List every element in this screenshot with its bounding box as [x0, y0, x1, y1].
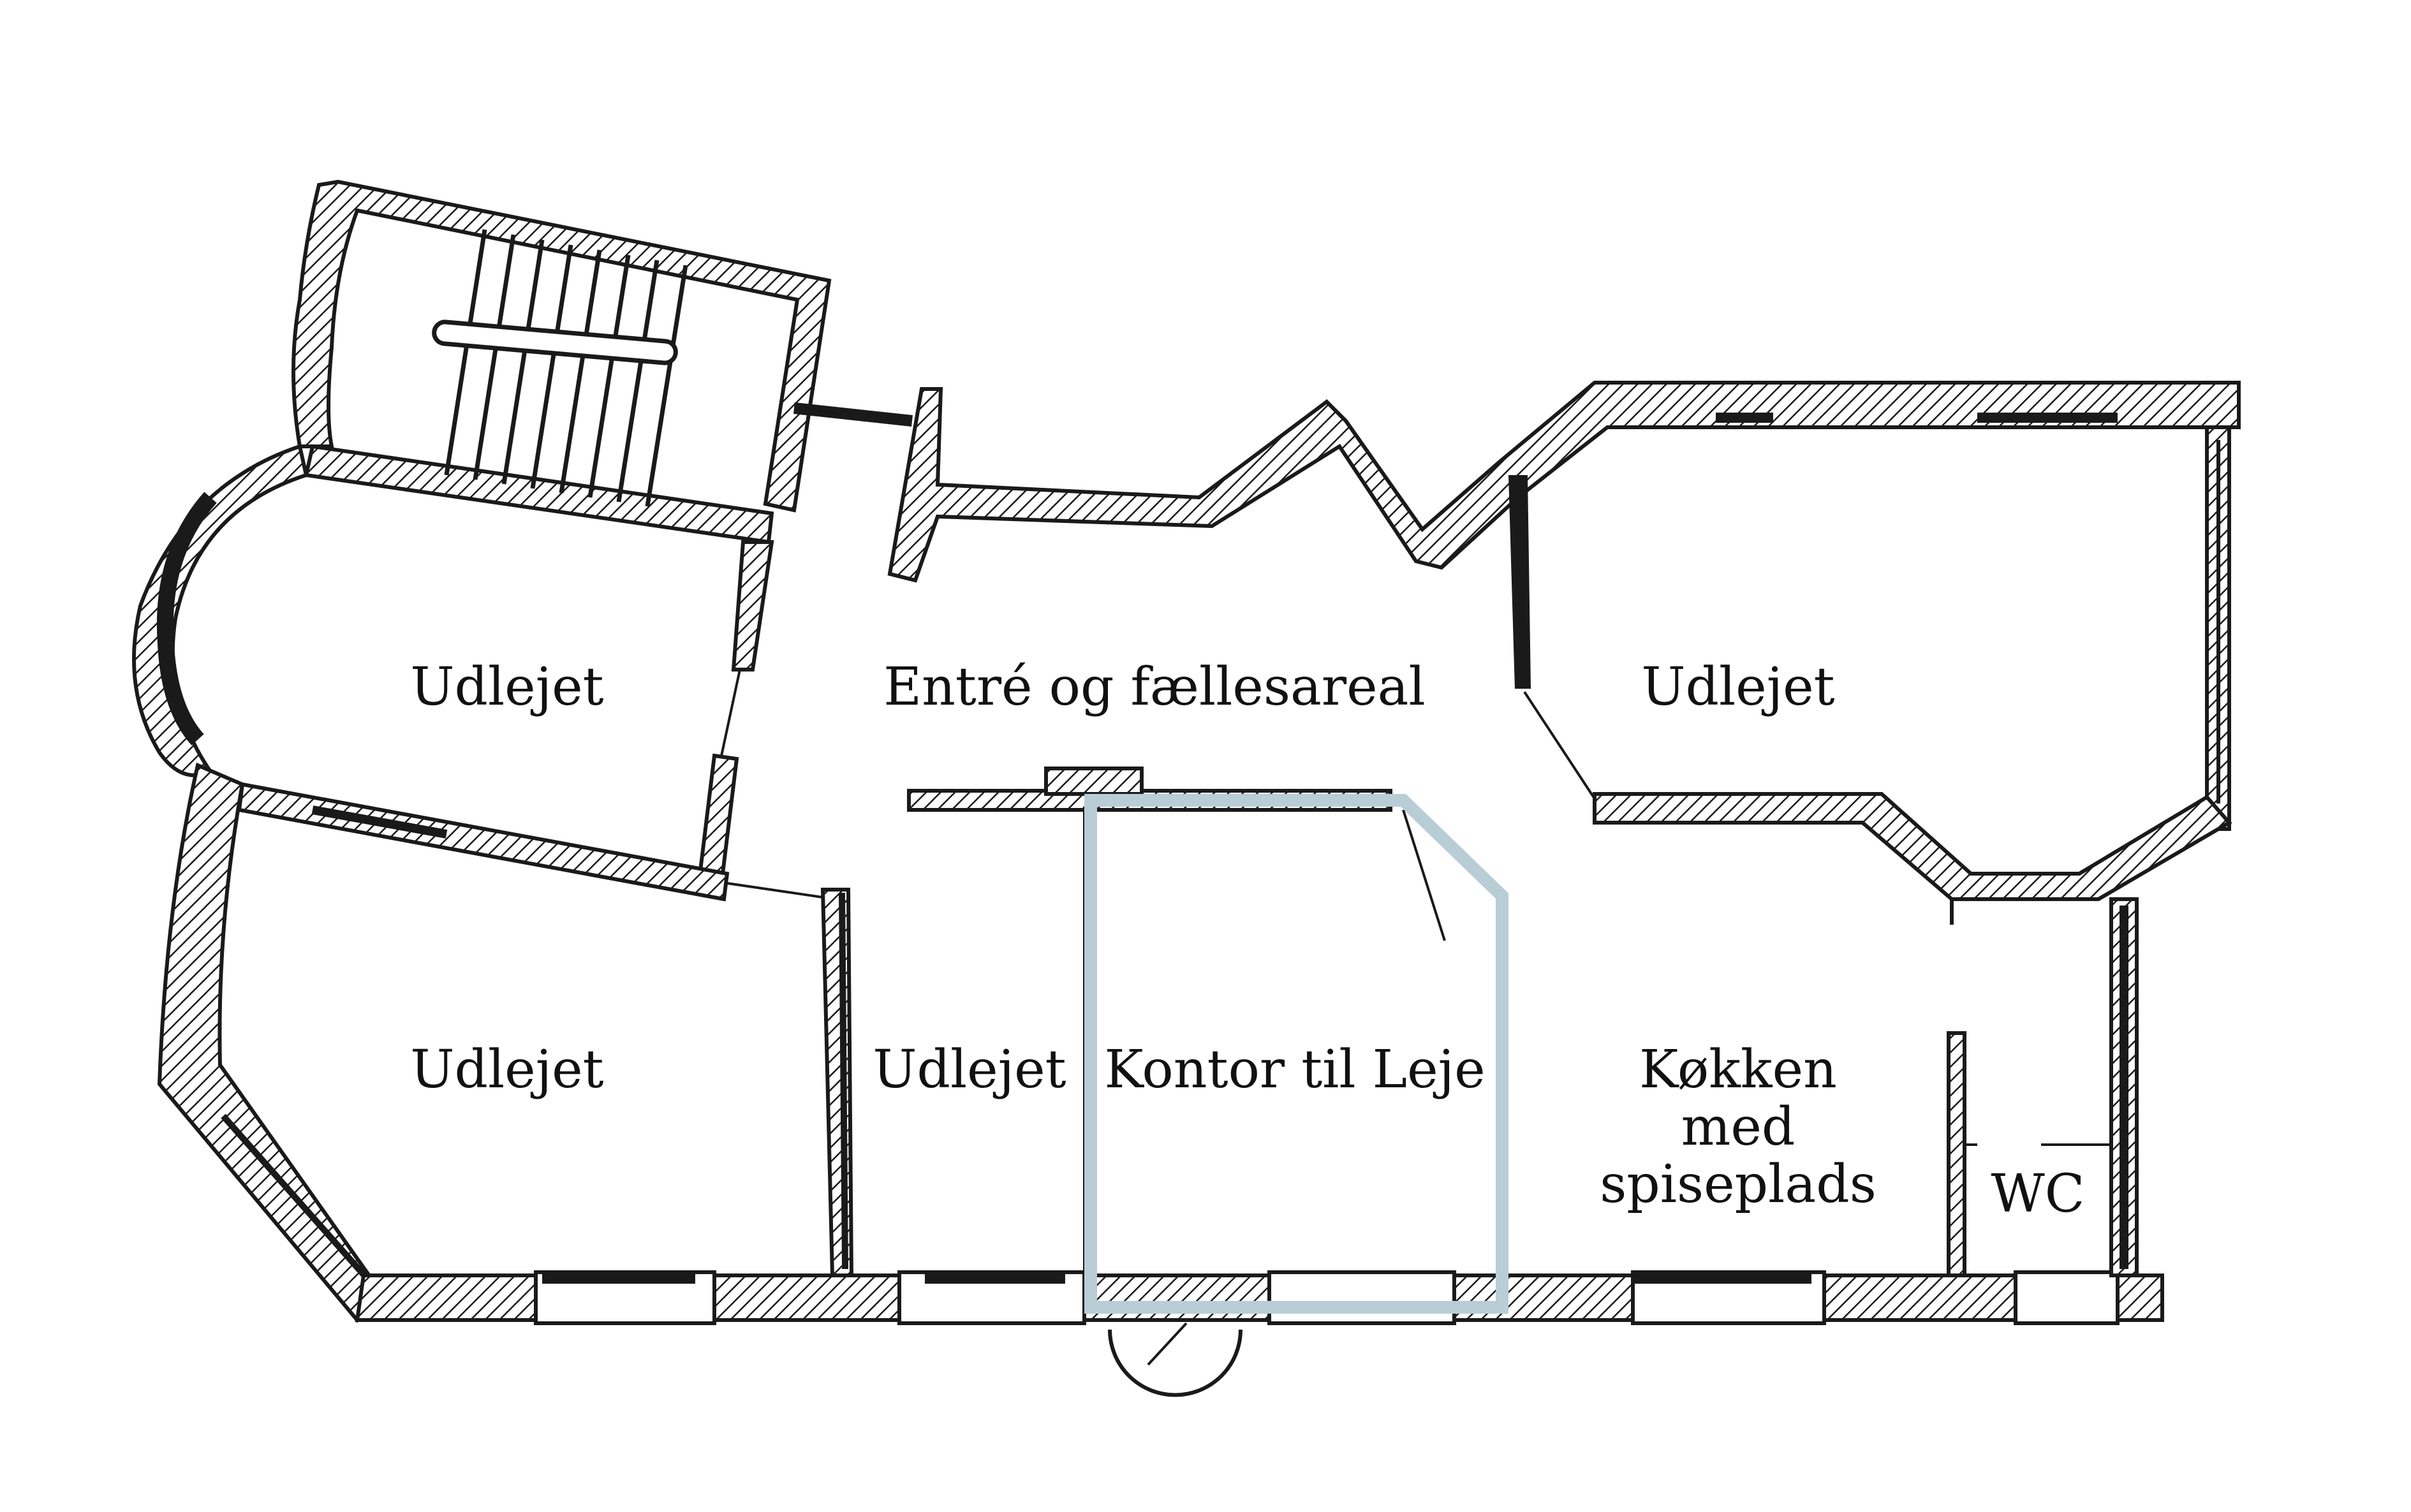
wall-topleft-east [731, 540, 774, 672]
stair-handrail [432, 319, 678, 365]
door-topright [1523, 691, 1599, 805]
room-label-top-left: Udlejet [410, 657, 603, 717]
stair-treads [444, 229, 688, 507]
wall-topright-south [1593, 792, 2232, 901]
wall-left-divider [237, 782, 730, 902]
entrance-door-swing [1147, 1322, 1188, 1366]
wall-entry-north [887, 381, 2241, 583]
bay-window [156, 492, 217, 745]
room-label-kitchen-2: med [1681, 1097, 1795, 1157]
room-label-bottom-left: Udlejet [410, 1039, 603, 1100]
window-southwest [221, 1113, 372, 1284]
room-label-wc: WC [1991, 1164, 2084, 1224]
room-label-entry: Entré og fællesareal [883, 657, 1426, 717]
wall-wc-west [1947, 1031, 1966, 1277]
stair-landing-rail [793, 402, 913, 427]
office-north-vent [1044, 767, 1144, 796]
room-label-kitchen-3: spiseplads [1600, 1154, 1876, 1215]
room-label-middle: Udlejet [873, 1039, 1066, 1100]
stairwell [291, 179, 832, 545]
entrance-step [1108, 1329, 1242, 1397]
wall-topright-west [1508, 475, 1531, 689]
room-label-office: Kontor til Leje [1104, 1039, 1485, 1100]
door-entry-left [726, 882, 836, 900]
door-topleft [719, 669, 741, 760]
window-left-divider [311, 805, 448, 839]
outer-wall-southwest [157, 762, 385, 1323]
stairwell-outer-wall [291, 179, 832, 513]
room-label-top-right: Udlejet [1641, 657, 1834, 717]
office-highlight [1084, 794, 1508, 1314]
room-label-kitchen-1: Køkken [1639, 1039, 1837, 1100]
office-door-line [1402, 809, 1446, 941]
middle-west-line [839, 892, 848, 1270]
